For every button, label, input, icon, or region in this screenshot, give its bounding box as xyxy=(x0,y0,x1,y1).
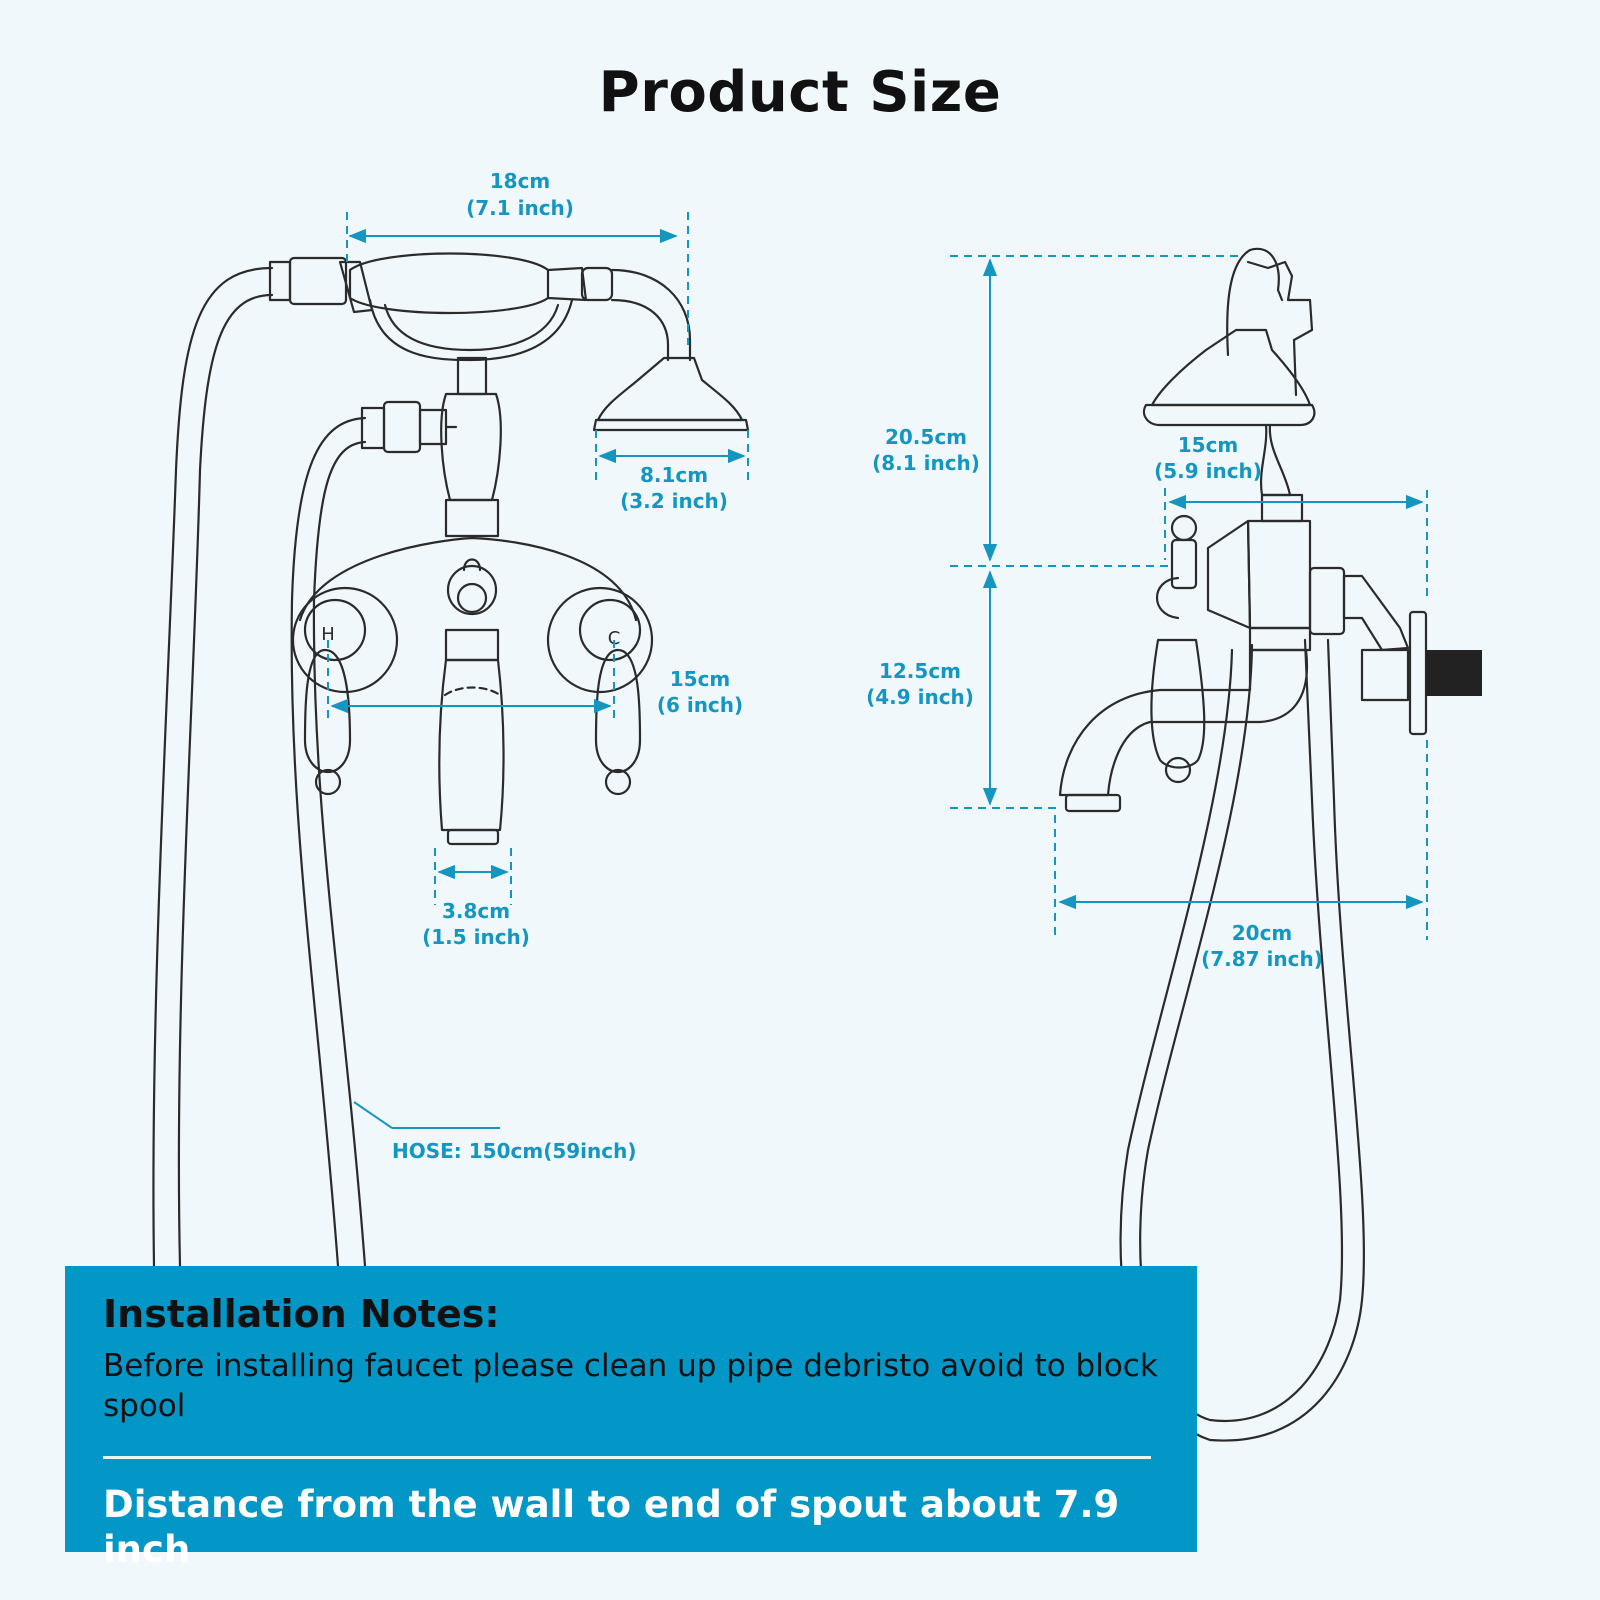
hose-length: HOSE: 150cm(59inch) xyxy=(392,1139,637,1163)
notes-divider xyxy=(103,1456,1151,1460)
upper-height-cm: 20.5cm xyxy=(885,425,967,449)
wall-distance-note: Distance from the wall to end of spout a… xyxy=(103,1483,1120,1571)
total-reach-inch: (7.87 inch) xyxy=(1201,947,1323,971)
total-reach-cm: 20cm xyxy=(1232,921,1293,945)
dim-handle-spacing xyxy=(327,640,615,720)
front-spout xyxy=(438,658,505,832)
handshower-width-cm: 18cm xyxy=(490,169,551,193)
side-hose xyxy=(1139,638,1344,1423)
spout-outlet-cm: 3.8cm xyxy=(442,899,510,923)
installation-notes-panel: Installation Notes: Before installing fa… xyxy=(65,1266,1197,1571)
body-depth-inch: (5.9 inch) xyxy=(1154,459,1262,483)
dim-body-depth xyxy=(1164,488,1428,600)
hot-handle xyxy=(303,648,352,774)
front-view-drawing xyxy=(152,252,750,1268)
dim-spout-outlet xyxy=(434,848,512,905)
cold-handle xyxy=(594,648,642,774)
page-title: Product Size xyxy=(598,60,1002,125)
shower-head-inch: (3.2 inch) xyxy=(620,489,728,513)
shower-head xyxy=(596,356,744,422)
faucet-body xyxy=(298,536,638,622)
dim-shower-head xyxy=(595,430,749,486)
hot-mark: H xyxy=(321,624,335,645)
hose-callout xyxy=(353,1101,500,1129)
dim-side-heights xyxy=(950,255,1240,809)
handshower-width-inch: (7.1 inch) xyxy=(466,196,574,220)
lower-height-inch: (4.9 inch) xyxy=(866,685,974,709)
installation-notes-body: Before installing faucet please clean up… xyxy=(103,1347,1158,1424)
front-hose-lower xyxy=(290,416,367,1268)
spout-outlet-inch: (1.5 inch) xyxy=(422,925,530,949)
handle-spacing-inch: (6 inch) xyxy=(657,693,743,717)
handle-spacing-cm: 15cm xyxy=(670,667,731,691)
side-body xyxy=(1246,519,1312,630)
side-view-drawing xyxy=(1058,247,1482,1442)
side-spout xyxy=(1058,648,1309,797)
upper-height-inch: (8.1 inch) xyxy=(872,451,980,475)
dim-handshower-width xyxy=(346,212,689,345)
dim-total-reach xyxy=(1054,740,1428,940)
installation-notes-heading: Installation Notes: xyxy=(103,1292,500,1336)
handshower xyxy=(348,252,550,315)
shower-head-cm: 8.1cm xyxy=(640,463,708,487)
lower-height-cm: 12.5cm xyxy=(879,659,961,683)
side-shower-head xyxy=(1150,328,1312,407)
front-hose xyxy=(152,266,274,1268)
cold-mark: C xyxy=(608,628,621,649)
wall-thread xyxy=(1426,650,1482,696)
body-depth-cm: 15cm xyxy=(1178,433,1239,457)
